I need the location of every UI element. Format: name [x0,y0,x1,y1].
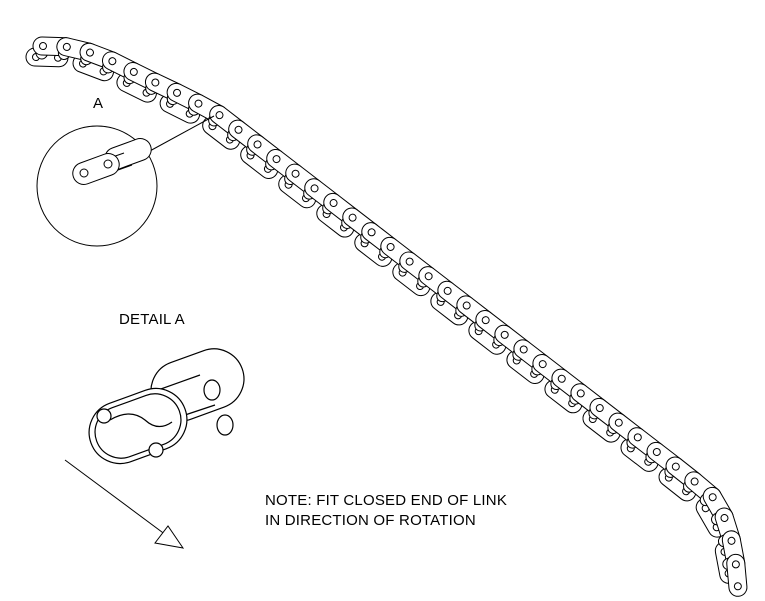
chain-link [722,553,748,597]
pin [576,389,585,398]
pin [614,418,623,427]
pin [690,477,699,486]
pin [215,111,224,120]
pin [151,78,160,87]
pin [272,155,281,164]
leader-line [147,115,215,153]
pin [720,513,729,522]
pin [519,345,528,354]
pin [234,125,243,134]
small-connecting-link [72,138,152,185]
pin [367,228,376,237]
pin [633,433,642,442]
pin [424,272,433,281]
pin [538,360,547,369]
pin [329,199,338,208]
pin [708,493,717,502]
pin [557,374,566,383]
pin [129,67,138,76]
pin [733,582,742,591]
pin [652,447,661,456]
pin [173,88,182,97]
pin [291,169,300,178]
pin [405,257,414,266]
pin [462,301,471,310]
detail-title: DETAIL A [119,311,185,328]
pin [310,184,319,193]
pin [108,57,117,66]
pin [443,286,452,295]
pin [671,462,680,471]
detail-a-link [88,348,245,465]
pin [481,316,490,325]
pin [386,242,395,251]
pin [194,99,203,108]
pin [253,140,262,149]
pin [595,404,604,413]
pin [38,42,47,51]
link-plate [726,553,748,597]
detail-circle [36,115,215,247]
roller-chain [25,36,748,597]
pin [727,536,736,545]
note-line-2: IN DIRECTION OF ROTATION [265,512,476,529]
pin [731,560,740,569]
pin [348,213,357,222]
detail-callout-label: A [93,95,104,112]
pin [500,330,509,339]
rotation-arrow [64,459,185,549]
pin [62,42,71,51]
note-line-1: NOTE: FIT CLOSED END OF LINK [265,492,508,509]
pin [85,48,94,57]
